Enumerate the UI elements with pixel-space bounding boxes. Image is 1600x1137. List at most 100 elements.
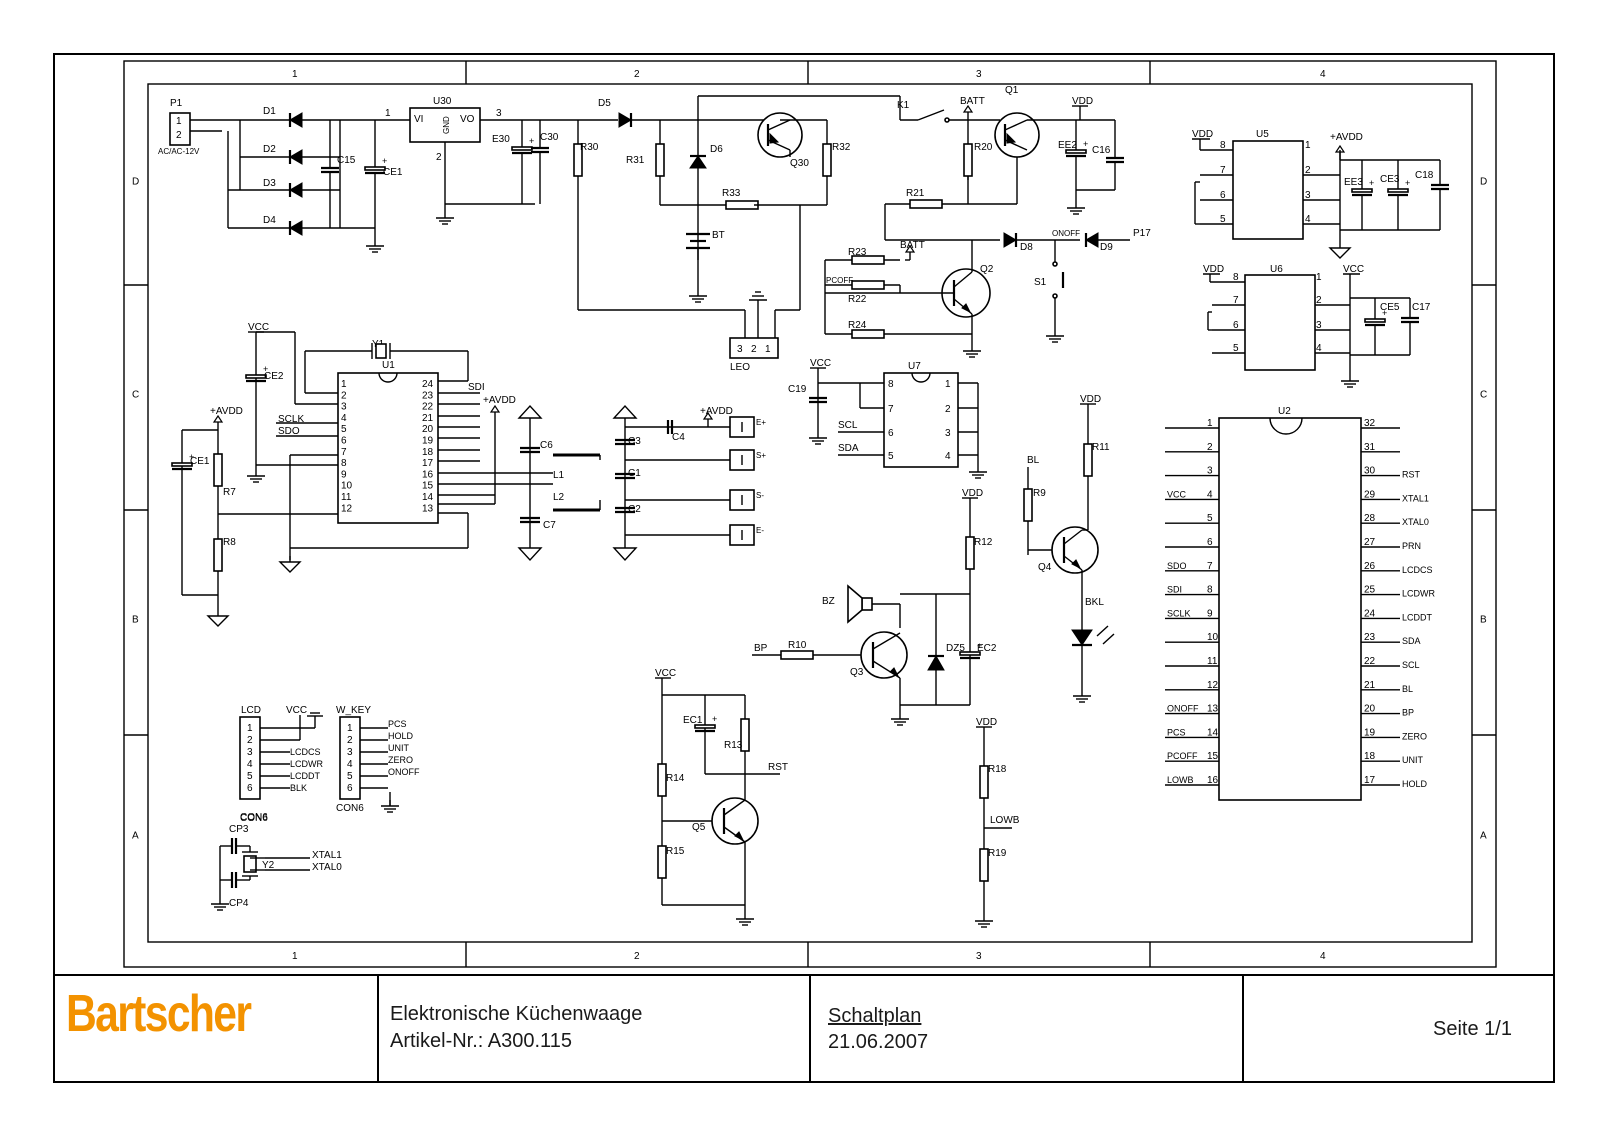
u2-pin-left: 15 [1207,751,1219,762]
low-battery-divider: VDD R18 LOWB R19 [974,717,1020,928]
lcd-signal: BLK [290,783,307,793]
grid-col-bottom-2: 2 [634,951,640,962]
doc-date: 21.06.2007 [828,1031,929,1053]
u1-pin-left: 7 [341,447,347,458]
sensor-pin-label: E+ [756,418,766,427]
sdo-label-u1: SDO [278,426,300,437]
d5-ref: D5 [598,98,611,109]
sensor-pin-label: E- [756,526,764,535]
u1-pin-right: 14 [422,492,434,503]
u1-pin-right: 21 [422,413,434,424]
xtal0-label: XTAL0 [312,862,342,873]
u2-pin-left: 16 [1207,775,1219,786]
u1-pin-left: 4 [341,413,347,424]
bl-label: BL [1027,455,1040,466]
u2-signal-right: LCDDT [1402,612,1433,622]
u30-vi: VI [414,114,423,125]
crystal-section: CON6 CP3 CP4 Y2 XTAL1 XTAL0 [210,812,342,911]
lcd-signal: LCDWR [290,759,323,769]
key-pin: 1 [347,723,353,734]
leo-pin2: 2 [751,344,757,355]
r7-ref: R7 [223,487,236,498]
u2-signal-right: RST [1402,470,1421,480]
vdd-bl: VDD [1080,394,1101,405]
u2-pin-left: 2 [1207,442,1213,453]
u2-signal-left: SDI [1167,585,1182,595]
lcd-pin: 2 [247,735,253,746]
lcd-signal: LCDCS [290,747,321,757]
grid-row-left-D: D [132,177,139,188]
u2-signal-left: ONOFF [1167,704,1199,714]
u7-pin-right: 4 [945,451,951,462]
page-number: Seite 1/1 [1433,1018,1512,1040]
u1-pin-right: 24 [422,379,434,390]
lowb-label: LOWB [990,815,1020,826]
u1-pin-left: 11 [341,492,352,503]
analog-reference-section: +AVDD CE1 R7 R8 [170,406,338,627]
u2-pin-right: 17 [1364,775,1376,786]
u2-pin-right: 18 [1364,751,1376,762]
u6-pin-right: 2 [1316,295,1322,306]
u1-ref: U1 [382,360,395,371]
q4-ref: Q4 [1038,562,1052,573]
ee3-ref: EE3 [1344,177,1363,188]
grid-col-top-2: 2 [634,69,640,80]
u1-pin-left: 2 [341,390,347,401]
e30-ref: E30 [492,134,510,145]
r21-ref: R21 [906,188,925,199]
ce2-ref: CE2 [264,371,284,382]
key-pin: 2 [347,735,353,746]
u30-ref: U30 [433,96,452,107]
u2-pin-left: 12 [1207,680,1219,691]
lcd-pin: 3 [247,747,253,758]
key-signal: ONOFF [388,767,420,777]
u5-pin-right: 3 [1305,190,1311,201]
vcc-label-u1: VCC [248,322,269,333]
r18-ref: R18 [988,764,1007,775]
bartscher-logo: Bartscher [66,984,252,1044]
lcd-pin: 4 [247,759,253,770]
u30-pin2: 2 [436,152,442,163]
grid-col-bottom-1: 1 [292,951,298,962]
u2-pin-right: 20 [1364,704,1376,715]
u6-vdd: VDD [1203,264,1224,275]
u1-pin-left: 3 [341,402,347,413]
u5-vdd: VDD [1192,129,1213,140]
battery-charger-section: D5 R30 R31 D6 R33 BT Q30 R32 [573,95,900,373]
r9-ref: R9 [1033,488,1046,499]
u7-pin-left: 5 [888,451,894,462]
key-signal: HOLD [388,731,414,741]
u2-signal-left: PCOFF [1167,751,1198,761]
u2-pin-right: 32 [1364,418,1376,429]
d8-ref: D8 [1020,242,1033,253]
r8-ref: R8 [223,537,236,548]
key-pin: 4 [347,759,353,770]
d4-ref: D4 [263,215,276,226]
u2-signal-left: SDO [1167,561,1187,571]
u1-pin-right: 23 [422,390,434,401]
u30-vo: VO [460,114,475,125]
u2-pin-right: 28 [1364,513,1376,524]
grid-row-left-B: B [132,615,139,626]
r24-ref: R24 [848,320,867,331]
r14-ref: R14 [666,773,685,784]
u7-pin-left: 6 [888,428,894,439]
avdd-left: +AVDD [210,406,243,417]
ce1-left-ref: CE1 [190,456,210,467]
c15-ref: C15 [337,155,356,166]
c18-ref: C18 [1415,170,1434,181]
bt-ref: BT [712,230,725,241]
vcc-label-u7: VCC [810,358,831,369]
u2-pin-left: 1 [1207,418,1213,429]
u7-ref: U7 [908,361,921,372]
load-cell-filter-section: C6 C7 L1 L2 C3 C1 C2 C4 +AVDD E+S+S-E- [517,404,766,562]
r23-ref: R23 [848,247,867,258]
power-input-section: 1 2 P1 AC/AC-12V D1 D2 D3 D4 C15 CE1 [158,98,403,253]
u2-pin-left: 3 [1207,466,1213,477]
r31-ref: R31 [626,155,645,166]
u5-pin-left: 8 [1220,140,1226,151]
grid-row-left-C: C [132,390,139,401]
ce1-top-ref: CE1 [383,167,403,178]
u7-pin-left: 8 [888,379,894,390]
